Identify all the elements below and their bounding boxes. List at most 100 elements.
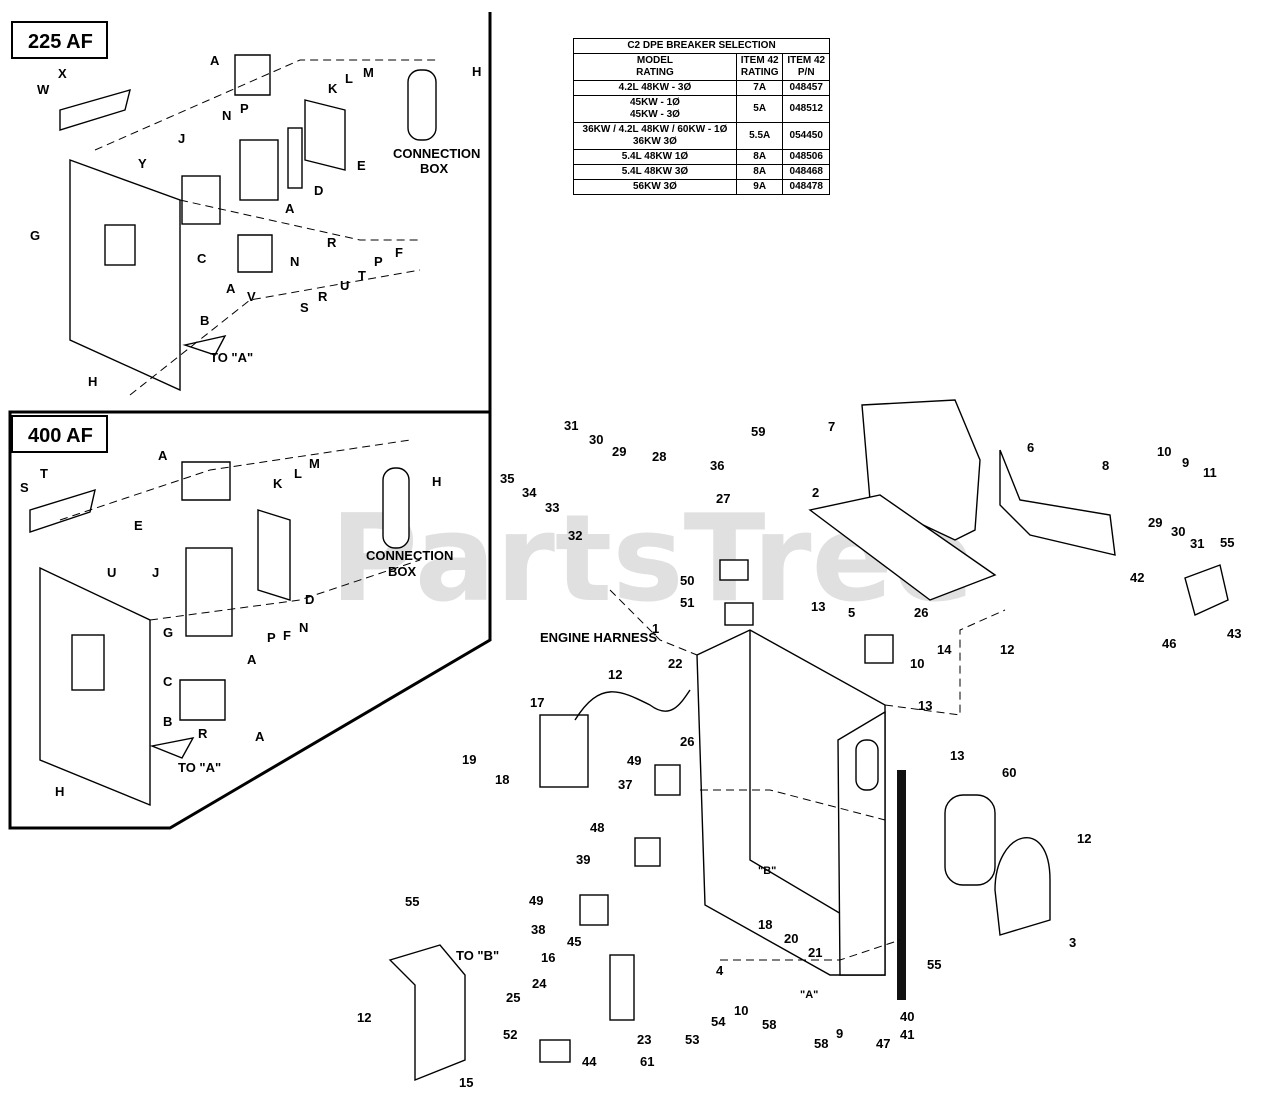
callout: 8 — [1102, 458, 1109, 473]
callout-letter: D — [314, 183, 323, 198]
main-assembly: ENGINE HARNESS TO "B" "B" "A" — [388, 399, 1229, 1082]
callout: 49 — [627, 753, 641, 768]
callout-letter: H — [432, 474, 441, 489]
cover-panel — [69, 159, 181, 392]
model-line: 56KW 3Ø — [633, 181, 677, 192]
callout-letter: F — [283, 628, 291, 643]
engine-harness-label: ENGINE HARNESS — [540, 630, 657, 645]
callout-letter: E — [134, 518, 143, 533]
rating-cell: 7A — [735, 80, 784, 96]
callout: 32 — [568, 528, 582, 543]
inset-225af: 225 AF CONNECTION BOX TO "A" X W A N P J… — [11, 21, 481, 396]
callout-letter: C — [163, 674, 173, 689]
header-model-line1: MODEL — [636, 55, 674, 66]
callout: 38 — [531, 922, 545, 937]
callout: 45 — [567, 934, 581, 949]
callout-letter: A — [158, 448, 168, 463]
callout-letter: L — [294, 466, 302, 481]
callout-letter: E — [357, 158, 366, 173]
to-b-label: TO "B" — [456, 948, 499, 963]
callout: 10 — [1157, 444, 1171, 459]
callout: 12 — [357, 1010, 371, 1025]
callout: 24 — [532, 976, 547, 991]
callout-letter: K — [328, 81, 338, 96]
callout-letter: S — [20, 480, 29, 495]
callout-letter: K — [273, 476, 283, 491]
inset-225af-title: 225 AF — [28, 31, 93, 53]
pn-cell: 048506 — [782, 149, 830, 165]
callout-letter: A — [226, 281, 236, 296]
callout-letter: J — [178, 131, 185, 146]
callout: 48 — [590, 820, 604, 835]
breaker-selection-table: C2 DPE BREAKER SELECTION MODEL RATING IT… — [573, 38, 830, 195]
callout-letter: G — [30, 228, 40, 243]
callout-letter: A — [210, 53, 220, 68]
callout: 51 — [680, 595, 694, 610]
callout: 52 — [503, 1027, 517, 1042]
header-pn: ITEM 42 P/N — [782, 53, 830, 81]
model-line: 4.2L 48KW - 3Ø — [618, 82, 692, 93]
callout: 46 — [1162, 636, 1176, 651]
callout: 12 — [608, 667, 622, 682]
callouts: 31 30 29 28 35 34 33 32 36 27 59 7 2 6 8… — [357, 418, 1241, 1090]
air-duct — [994, 837, 1051, 936]
callout: 43 — [1227, 626, 1241, 641]
callout-letter: U — [107, 565, 116, 580]
callout: 4 — [716, 963, 724, 978]
callout-letter: X — [58, 66, 67, 81]
model-line: 5.4L 48KW 3Ø — [621, 166, 689, 177]
model-line: 36KW 3Ø — [633, 136, 677, 147]
connection-box-225 — [407, 69, 437, 141]
model-cell: 5.4L 48KW 1Ø — [573, 149, 737, 165]
header-rating: ITEM 42 RATING — [735, 53, 784, 81]
callout: 6 — [1027, 440, 1034, 455]
callout: 47 — [876, 1036, 890, 1051]
header-pn-line1: ITEM 42 — [787, 55, 826, 66]
callout: 10 — [910, 656, 924, 671]
callout: 28 — [652, 449, 666, 464]
callout-letter: G — [163, 625, 173, 640]
callout: 55 — [1220, 535, 1234, 550]
callout-letter: P — [267, 630, 276, 645]
model-line: 45KW - 3Ø — [629, 109, 680, 120]
callout: 18 — [758, 917, 772, 932]
table-header-row: MODEL RATING ITEM 42 RATING ITEM 42 P/N — [573, 53, 830, 81]
callout-letter: J — [152, 565, 159, 580]
seal-strip — [897, 770, 906, 1000]
header-rating-line1: ITEM 42 — [740, 55, 779, 66]
callout-letter: B — [163, 714, 172, 729]
breaker — [239, 139, 279, 201]
callout: 50 — [680, 573, 694, 588]
callout: 2 — [812, 485, 819, 500]
header-model-line2: RATING — [636, 67, 674, 78]
callout-letter: A — [247, 652, 257, 667]
callout: 29 — [612, 444, 626, 459]
callout: 5 — [848, 605, 855, 620]
callout-letter: H — [88, 374, 97, 389]
connection-box-label-2: BOX — [388, 564, 417, 579]
callout: 53 — [685, 1032, 699, 1047]
callout: 31 — [564, 418, 578, 433]
table-row: 56KW 3Ø 9A 048478 — [573, 179, 830, 195]
callout: 14 — [937, 642, 952, 657]
callout: 36 — [710, 458, 724, 473]
callout: 60 — [1002, 765, 1016, 780]
header-rating-line2: RATING — [740, 67, 779, 78]
inset-400af-title: 400 AF — [28, 425, 93, 447]
callout: 12 — [1000, 642, 1014, 657]
callout: 13 — [950, 748, 964, 763]
callout-letter: L — [345, 71, 353, 86]
callout: 9 — [1182, 455, 1189, 470]
callout-letter: F — [395, 245, 403, 260]
callout-letter: N — [299, 620, 308, 635]
model-line: 45KW - 1Ø — [629, 97, 680, 108]
callout: 10 — [734, 1003, 748, 1018]
model-cell: 56KW 3Ø — [573, 179, 737, 195]
header-pn-line2: P/N — [797, 67, 815, 78]
callout: 30 — [589, 432, 603, 447]
callout-letter: N — [290, 254, 299, 269]
